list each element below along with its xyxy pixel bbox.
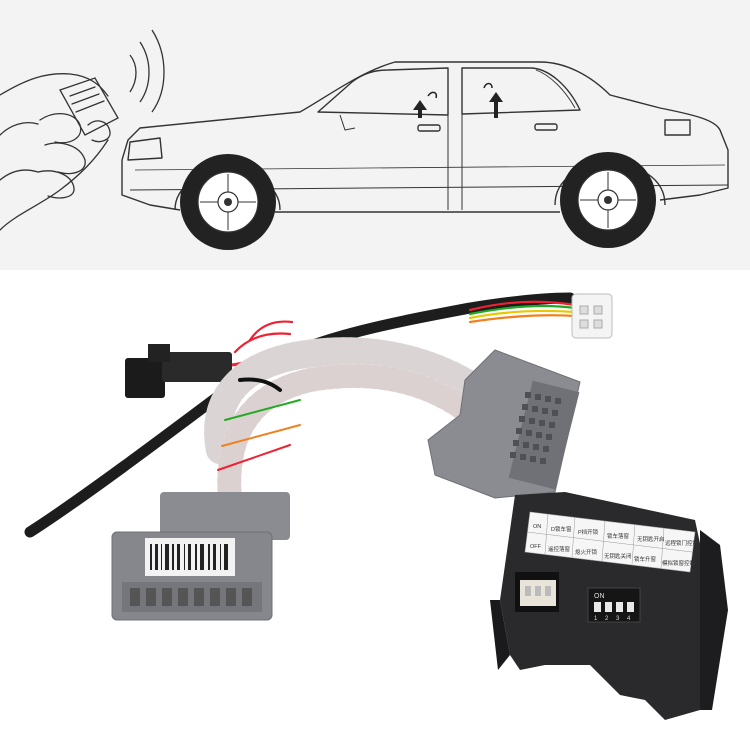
dip-number-1: 1 — [594, 616, 598, 622]
signal-waves-icon — [129, 29, 165, 113]
module-socket — [515, 572, 559, 612]
table-row-on: ON D锁车窗 P挡开锁 锁车落窗 无钥匙开启 远程锁门控制 — [533, 524, 699, 547]
dip-number-4: 4 — [627, 616, 631, 622]
hand-with-remote-icon — [0, 73, 119, 231]
dip-number-2: 2 — [605, 616, 609, 622]
car-window-illustration — [0, 0, 750, 270]
svg-text:OFF: OFF — [530, 544, 542, 550]
window-up-arrow-icon — [413, 82, 503, 118]
svg-text:P挡开锁: P挡开锁 — [578, 528, 599, 536]
front-wheel — [180, 154, 276, 250]
wiring-harness-product-photo: ON D锁车窗 P挡开锁 锁车落窗 无钥匙开启 远程锁门控制 OFF 遥控落窗 … — [0, 270, 750, 750]
dip-on-label: ON — [594, 593, 605, 600]
settings-label-table — [524, 511, 696, 573]
svg-text:遥控落窗: 遥控落窗 — [548, 545, 571, 553]
svg-text:无钥匙开启: 无钥匙开启 — [637, 535, 665, 543]
sedan-car-outline — [121, 61, 729, 213]
table-row-off: OFF 遥控落窗 熄火开锁 无钥匙关闭 锁车升窗 模拟锁窗控制 — [530, 544, 696, 567]
svg-text:模拟锁窗控制: 模拟锁窗控制 — [662, 559, 696, 567]
small-white-connector — [571, 293, 613, 339]
svg-text:远程锁门控制: 远程锁门控制 — [665, 539, 699, 547]
grey-harness-connector — [111, 492, 290, 621]
white-wire-bundle — [204, 337, 484, 512]
dip-switch: ON 1 2 3 4 — [587, 587, 641, 623]
colored-wires — [233, 300, 577, 354]
dip-number-3: 3 — [616, 616, 620, 622]
svg-text:无钥匙关闭: 无钥匙关闭 — [604, 552, 632, 560]
grey-multi-pin-connector — [427, 349, 581, 499]
svg-text:锁车升窗: 锁车升窗 — [634, 555, 657, 563]
svg-text:锁车落窗: 锁车落窗 — [607, 532, 630, 540]
svg-text:ON: ON — [533, 524, 541, 530]
svg-text:D锁车窗: D锁车窗 — [551, 525, 572, 533]
svg-text:熄火开锁: 熄火开锁 — [575, 548, 598, 556]
control-module: ON D锁车窗 P挡开锁 锁车落窗 无钥匙开启 远程锁门控制 OFF 遥控落窗 … — [490, 492, 728, 720]
rear-wheel — [560, 152, 656, 248]
